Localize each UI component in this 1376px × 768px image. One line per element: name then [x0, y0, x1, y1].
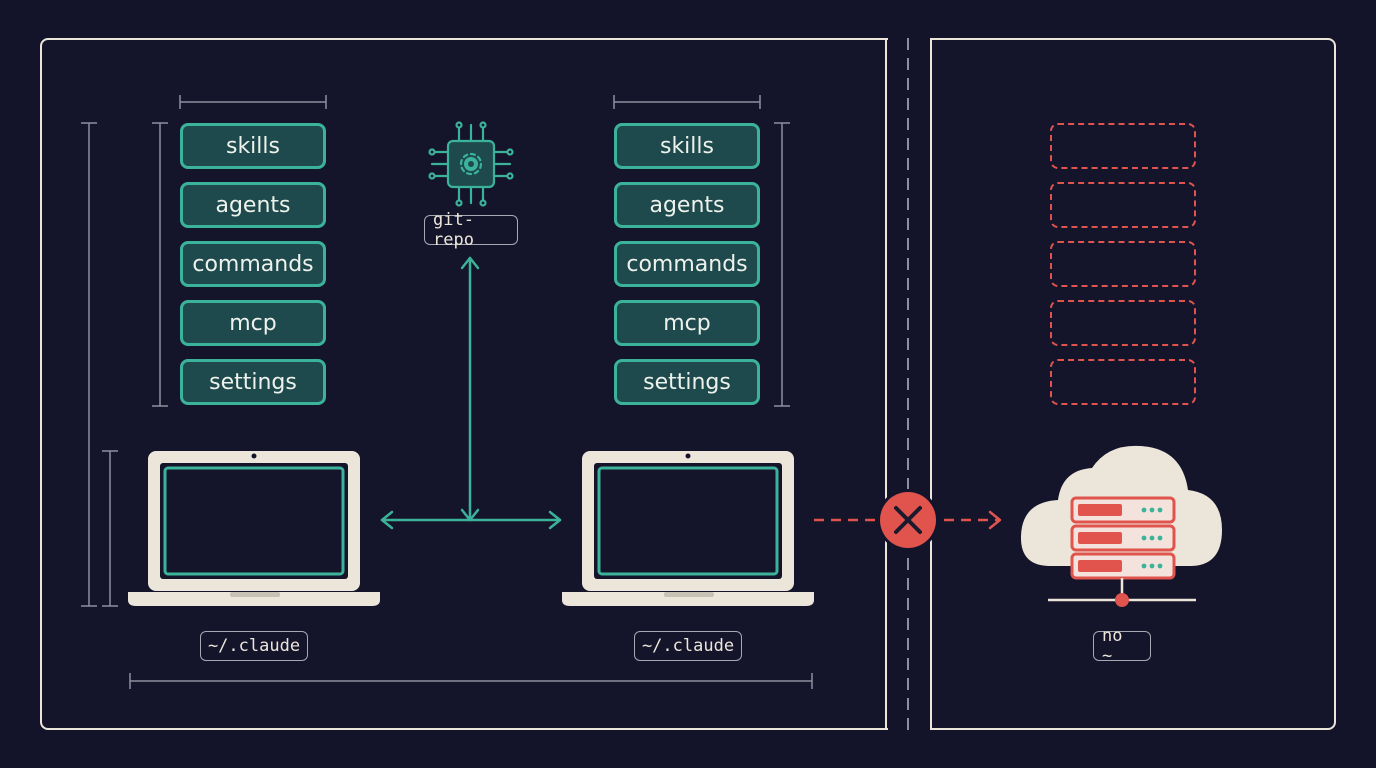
missing-config-slot — [1050, 182, 1196, 228]
left-folder-item: settings — [180, 359, 326, 405]
right-folder-item: commands — [614, 241, 760, 287]
left-folder-item: commands — [180, 241, 326, 287]
right-folder-item: skills — [614, 123, 760, 169]
right-folder-item: settings — [614, 359, 760, 405]
left-folder-item: skills — [180, 123, 326, 169]
left-path-label: ~/.claude — [200, 631, 308, 661]
panel-edge-right — [930, 38, 932, 730]
local-machines-panel — [40, 38, 888, 730]
missing-config-slot — [1050, 359, 1196, 405]
left-folder-item: mcp — [180, 300, 326, 346]
right-folder-item: mcp — [614, 300, 760, 346]
repo-label: git-repo — [424, 210, 518, 250]
missing-config-slot — [1050, 123, 1196, 169]
missing-config-slot — [1050, 241, 1196, 287]
panel-edge-left — [885, 38, 887, 730]
right-folder-item: agents — [614, 182, 760, 228]
blocked-x-icon — [880, 492, 936, 548]
cloud-path-label: no ~ — [1093, 626, 1151, 666]
left-folder-item: agents — [180, 182, 326, 228]
right-path-label: ~/.claude — [634, 631, 742, 661]
cloud-panel — [930, 38, 1336, 730]
missing-config-slot — [1050, 300, 1196, 346]
